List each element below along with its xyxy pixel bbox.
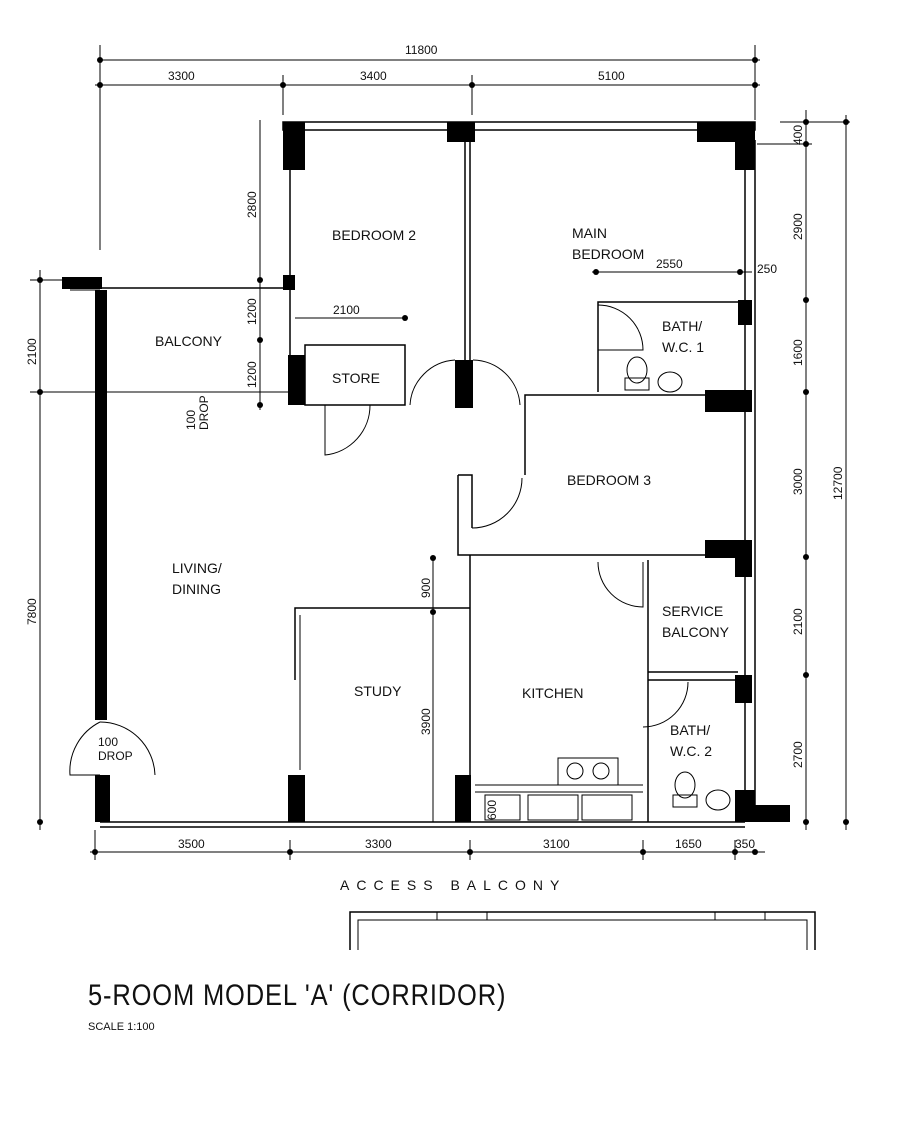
room-label-balcony: BALCONY — [155, 333, 223, 349]
dim-inner: 2550 — [656, 257, 683, 271]
dim-right: 2700 — [791, 741, 805, 768]
dim-right: 400 — [791, 125, 805, 145]
dim-right-total: 12700 — [831, 466, 845, 500]
dim-top: 3300 — [168, 69, 195, 83]
room-label-kitchen: KITCHEN — [522, 685, 583, 701]
room-label-bath-1b: W.C. 1 — [662, 339, 704, 355]
dim-inner: 2100 — [333, 303, 360, 317]
drop-label: 100 — [98, 735, 118, 749]
dim-inner: 250 — [757, 262, 777, 276]
room-label-dining: DINING — [172, 581, 221, 597]
room-label-service: SERVICE — [662, 603, 723, 619]
dim-bottom: 3500 — [178, 837, 205, 851]
drop-label: 100 — [184, 410, 198, 430]
dim-bottom: 350 — [735, 837, 755, 851]
room-label-bedroom-3: BEDROOM 3 — [567, 472, 651, 488]
room-label-bath-1: BATH/ — [662, 318, 702, 334]
room-label-bath-2b: W.C. 2 — [670, 743, 712, 759]
plan-title: 5-ROOM MODEL 'A' (CORRIDOR) — [88, 978, 506, 1011]
dim-inner: 2800 — [245, 191, 259, 218]
dim-top-total: 11800 — [405, 43, 438, 57]
dim-right: 1600 — [791, 339, 805, 366]
room-label-bath-2: BATH/ — [670, 722, 710, 738]
dim-right: 2100 — [791, 608, 805, 635]
dim-top: 5100 — [598, 69, 625, 83]
dimension-lines — [30, 45, 850, 860]
dim-bottom: 1650 — [675, 837, 702, 851]
access-balcony-label: ACCESS BALCONY — [340, 877, 566, 893]
dim-inner: 3900 — [419, 708, 433, 735]
room-label-bedroom-2: BEDROOM 2 — [332, 227, 416, 243]
room-label-living: LIVING/ — [172, 560, 222, 576]
dim-right: 2900 — [791, 213, 805, 240]
room-label-main-bedroom-2: BEDROOM — [572, 246, 644, 262]
dim-inner: 600 — [485, 800, 499, 820]
plan-scale: SCALE 1:100 — [88, 1021, 155, 1033]
dim-inner: 1200 — [245, 298, 259, 325]
dim-top: 3400 — [360, 69, 387, 83]
dim-bottom: 3300 — [365, 837, 392, 851]
dim-bottom: 3100 — [543, 837, 570, 851]
room-label-study: STUDY — [354, 683, 402, 699]
walls — [62, 121, 816, 950]
room-label-store: STORE — [332, 370, 380, 386]
drop-label: DROP — [98, 749, 133, 763]
room-label-service-balcony: BALCONY — [662, 624, 730, 640]
dim-inner: 900 — [419, 578, 433, 598]
drop-label: DROP — [197, 395, 211, 430]
dim-right: 3000 — [791, 468, 805, 495]
dim-inner: 1200 — [245, 361, 259, 388]
dim-left: 2100 — [25, 338, 39, 365]
room-label-main-bedroom: MAIN — [572, 225, 607, 241]
dim-left: 7800 — [25, 598, 39, 625]
